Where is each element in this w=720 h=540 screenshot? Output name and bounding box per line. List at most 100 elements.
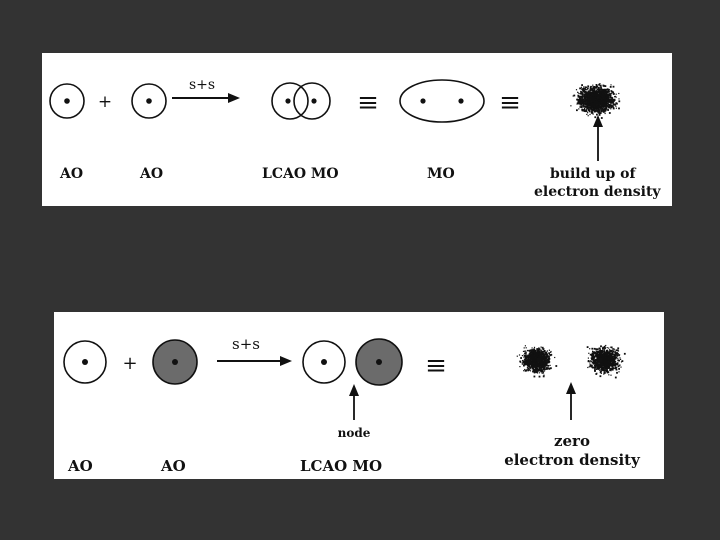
plus-sign: + [98, 92, 112, 112]
density-dot [590, 104, 592, 106]
density-dot [600, 368, 603, 371]
density-dot [528, 363, 530, 365]
density-dot [585, 86, 587, 88]
density-dot [536, 365, 539, 368]
lcao-mo-label: LCAO MO [300, 457, 382, 475]
density-dot [602, 368, 605, 371]
ao-label-2: AO [139, 166, 163, 182]
density-dot [616, 362, 619, 365]
density-dot [543, 358, 545, 361]
density-dot [580, 90, 582, 93]
density-dot [602, 85, 605, 87]
density-dot [608, 99, 611, 101]
density-dot [587, 112, 589, 114]
density-dot [538, 347, 540, 349]
electron-density-cloud [570, 83, 621, 119]
density-dot [608, 361, 611, 364]
density-dot [522, 363, 524, 365]
density-dot [523, 358, 525, 360]
density-dot [548, 355, 550, 357]
ao-label-1: AO [59, 166, 83, 182]
equivalence-sign-2: ≡ [499, 88, 521, 118]
density-dot [600, 86, 602, 89]
density-dot [603, 111, 605, 113]
density-dot [610, 108, 612, 110]
density-dot [595, 363, 597, 365]
density-dot [597, 96, 600, 98]
density-dot [593, 360, 596, 362]
density-dot [610, 90, 613, 93]
density-dot [606, 351, 609, 353]
density-dot [542, 366, 545, 369]
density-dot [543, 354, 545, 357]
density-dot [588, 91, 590, 93]
density-dot [592, 98, 595, 100]
density-dot [530, 353, 532, 356]
density-dot [595, 365, 597, 367]
density-dot [610, 358, 612, 360]
density-dot [595, 86, 597, 89]
density-dot [608, 365, 610, 367]
density-dot [610, 94, 612, 97]
density-dot [611, 97, 614, 99]
density-dot [603, 105, 605, 107]
density-dot [616, 355, 618, 357]
density-dot [579, 106, 581, 108]
density-dot [612, 348, 614, 350]
density-dot [529, 349, 532, 352]
density-dot [545, 362, 548, 364]
density-dot [524, 352, 526, 354]
density-dot [533, 348, 536, 351]
density-dot [592, 113, 594, 115]
density-dot [592, 97, 595, 99]
density-dot [533, 357, 535, 359]
density-dot [607, 365, 609, 367]
density-dot [599, 362, 602, 365]
density-dot [593, 362, 596, 365]
density-dot [538, 375, 541, 378]
density-dot [616, 363, 618, 365]
density-dot [599, 83, 601, 85]
density-dot [570, 105, 572, 107]
density-dot [536, 356, 539, 359]
density-dot [594, 107, 596, 110]
density-dot [597, 112, 600, 114]
density-dot [540, 362, 543, 365]
density-dot [578, 97, 581, 99]
density-dot [545, 356, 547, 359]
density-dot [536, 349, 538, 351]
density-dot [608, 357, 610, 360]
density-dot [583, 86, 585, 88]
density-dot [612, 107, 615, 110]
density-dot [612, 363, 615, 366]
density-dot [597, 106, 599, 108]
density-dot [596, 366, 598, 368]
density-dot [586, 110, 588, 113]
density-dot [603, 93, 605, 95]
density-dot [530, 358, 532, 360]
density-dot [606, 353, 608, 356]
density-dot [595, 368, 597, 370]
density-dot [605, 99, 608, 101]
density-dot [598, 87, 600, 89]
density-dot [598, 99, 600, 102]
density-dot [602, 357, 604, 359]
density-dot [586, 346, 589, 348]
density-dot [610, 370, 612, 372]
density-dot [529, 352, 531, 354]
density-dot [606, 105, 609, 107]
plus-sign: + [122, 353, 137, 374]
density-dot [525, 347, 527, 349]
density-dot [595, 92, 598, 94]
density-dot [523, 347, 525, 349]
density-dot [605, 107, 608, 110]
density-dot [583, 110, 585, 112]
density-dot [583, 94, 586, 97]
density-dot [611, 367, 614, 370]
density-dot [589, 100, 591, 102]
density-dot [591, 352, 594, 355]
density-dot [597, 350, 600, 353]
density-dot [575, 89, 578, 91]
density-dot [585, 104, 587, 106]
density-dot [591, 101, 593, 103]
